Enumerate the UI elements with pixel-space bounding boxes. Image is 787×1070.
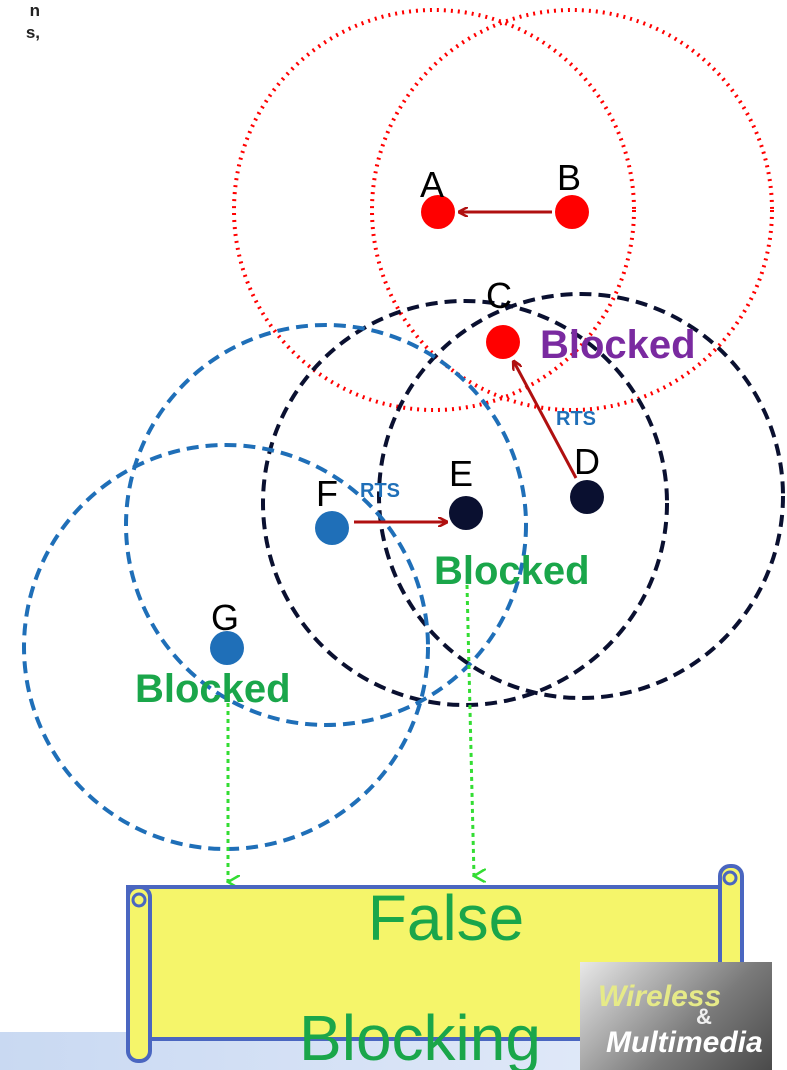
- logo-ampersand: &: [696, 1004, 712, 1029]
- node-d-label: D: [574, 441, 600, 482]
- range-circle-f: [124, 323, 528, 727]
- logo-line-1: Wireless: [598, 980, 722, 1013]
- blocked-label-e: Blocked: [434, 549, 590, 593]
- corner-text-line-2: s,: [25, 23, 40, 42]
- node-e-dot: [449, 496, 483, 530]
- range-circle-b: [370, 8, 774, 412]
- blocked-label-g: Blocked: [135, 667, 291, 711]
- rts-label-f-to-e: RTS: [360, 480, 400, 502]
- arrow-d-to-c: [514, 362, 578, 479]
- wireless-multimedia-logo: Wireless & Multimedia: [580, 962, 772, 1070]
- node-e-label: E: [449, 453, 473, 494]
- node-c-dot: [486, 325, 520, 359]
- range-circle-g: [22, 443, 430, 851]
- blocked-label-c: Blocked: [540, 323, 696, 367]
- node-d-dot: [570, 480, 604, 514]
- node-f-dot: [315, 511, 349, 545]
- node-a-dot: [421, 195, 455, 229]
- node-g-dot: [210, 631, 244, 665]
- node-c-label: C: [486, 275, 512, 316]
- scroll-title-line-1: False: [368, 882, 525, 954]
- corner-text-line-1: n: [29, 1, 40, 20]
- node-b-label: B: [557, 157, 581, 198]
- range-circle-e: [261, 299, 669, 707]
- node-g-label: G: [211, 597, 239, 638]
- logo-line-2: Multimedia: [606, 1026, 763, 1059]
- range-circle-a: [232, 8, 636, 412]
- node-b-dot: [555, 195, 589, 229]
- rts-label-d-to-c: RTS: [556, 408, 596, 430]
- corner-text-fragment: n s,: [0, 0, 42, 44]
- blocked-e-pointer: [465, 584, 474, 876]
- range-circle-d: [377, 292, 785, 700]
- node-f-label: F: [316, 473, 338, 514]
- scroll-title-line-2: Blocking: [299, 1002, 541, 1070]
- node-a-label: A: [420, 164, 444, 205]
